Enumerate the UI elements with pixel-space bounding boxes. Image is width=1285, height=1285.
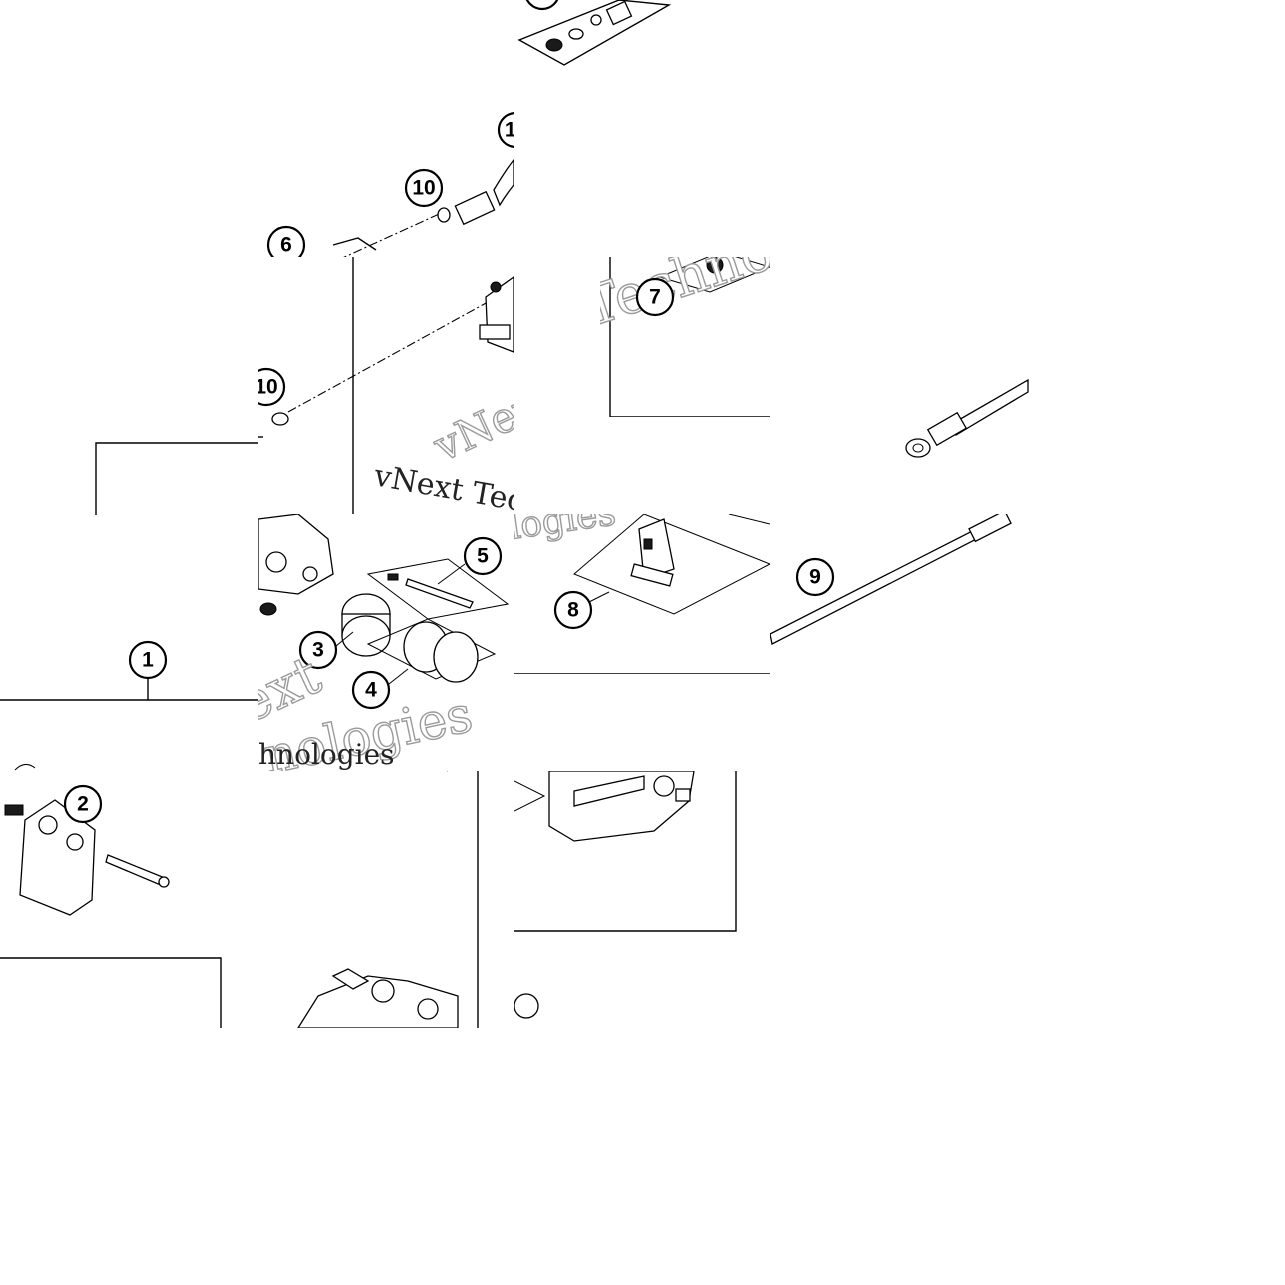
svg-text:1: 1 [142, 649, 154, 672]
banjo-bolt-part [545, 0, 633, 52]
callout-6: 6 [266, 225, 306, 260]
svg-text:8: 8 [567, 599, 579, 622]
seal-rings-part [403, 621, 479, 683]
svg-text:5: 5 [477, 545, 489, 568]
callout-7: 7 [635, 277, 675, 317]
watermark-techno: Techno [600, 257, 770, 339]
hose-fitting-part [437, 158, 514, 226]
carrier-part [297, 968, 459, 1028]
callout-11: 11 [497, 112, 514, 148]
tile-caliper-line: 10 vNext vNext Technologies [258, 257, 514, 514]
svg-text:3: 3 [312, 639, 324, 662]
watermark-vnext: vNext [426, 373, 514, 471]
caliper-body-top [479, 276, 514, 353]
callout-10-lower: 10 [258, 367, 286, 407]
pad-pin-part [105, 854, 170, 888]
callout-1: 1 [128, 640, 168, 680]
watermark-nologies: hnologies [258, 738, 395, 771]
tile-brake-pads: 2 [0, 760, 258, 1028]
tile-brake-line-top: 10 6 11 [258, 100, 514, 260]
guide-pin-part [387, 573, 474, 609]
tile-caliper-carrier [258, 771, 514, 1028]
tile-top-fitting-kit [514, 0, 674, 75]
svg-text:2: 2 [77, 793, 89, 816]
pad-spring-part [630, 518, 675, 587]
piston-part [341, 593, 391, 657]
watermark-logies: ologies [514, 514, 618, 551]
caliper-body-part [258, 514, 334, 616]
callout-10-upper: 10 [404, 168, 444, 208]
callout-2: 2 [63, 784, 103, 824]
svg-text:4: 4 [365, 679, 377, 702]
svg-text:9: 9 [809, 566, 821, 589]
svg-text:11: 11 [505, 119, 514, 142]
callout-9: 9 [795, 557, 835, 597]
tile-caliper-seals: 5 3 4 ext nologies hnologies [258, 514, 514, 771]
svg-text:6: 6 [280, 234, 292, 257]
callout-8: 8 [553, 590, 593, 630]
tile-left-leader [0, 430, 258, 520]
tile-bracket-8: ologies 8 [514, 514, 770, 674]
brake-pad-part [19, 799, 96, 916]
callout-3: 3 [298, 630, 338, 670]
callout-4: 4 [351, 670, 391, 710]
svg-text:10: 10 [258, 376, 278, 399]
tile-brake-hose [900, 370, 1030, 460]
tile-callout-1: 1 [0, 630, 258, 720]
callout-5: 5 [463, 536, 503, 576]
svg-text:7: 7 [649, 286, 661, 309]
callout-11-top [525, 0, 559, 11]
watermark-line: vNext Technologies [371, 458, 514, 514]
tile-caliper-lower [514, 771, 770, 1028]
tile-fitting-7: Techno 7 [600, 257, 770, 417]
caliper-bracket-part [548, 771, 695, 842]
svg-text:10: 10 [412, 177, 435, 200]
tile-long-hose: 9 [770, 514, 1030, 654]
